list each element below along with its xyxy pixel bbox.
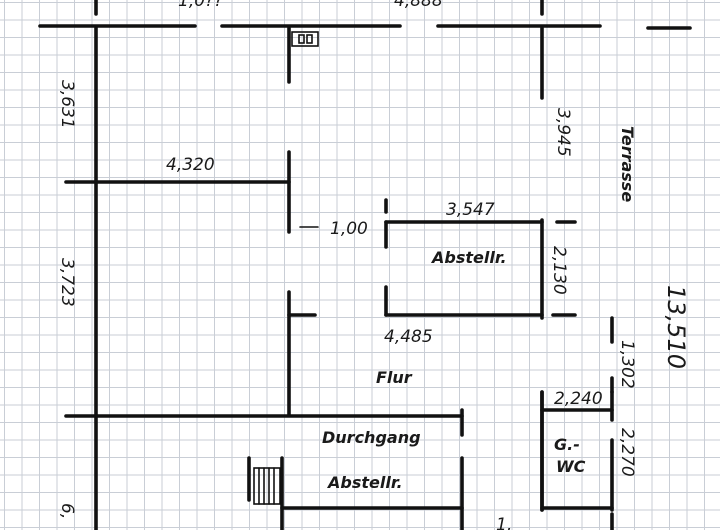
dim-bottom-partial: 1,	[496, 515, 512, 530]
room-label-storage-upper: Abstellr.	[430, 248, 507, 267]
dim-top-left: 1,0??	[178, 0, 223, 11]
dim-right-mid: 1,302	[617, 340, 637, 389]
shaft-symbol	[291, 31, 319, 47]
shaft-symbol-inner-b	[306, 34, 313, 44]
room-label-wc-line1: G.-	[554, 435, 580, 454]
dim-storage-width-top: 3,547	[446, 200, 495, 220]
dim-right-long: 13,510	[662, 285, 690, 369]
dim-wc-depth: 2,270	[617, 428, 637, 477]
room-label-storage-lower: Abstellr.	[326, 473, 403, 492]
dim-left-upper: 3,631	[57, 80, 77, 129]
dim-right-upper: 3,945	[553, 108, 573, 157]
dim-wc-width: 2,240	[554, 389, 603, 409]
room-label-wc-line2: WC	[556, 457, 586, 476]
room-label-passage: Durchgang	[322, 428, 421, 447]
dim-storage-width-bottom: 4,485	[384, 327, 433, 347]
room-label-terrace: Terrasse	[618, 126, 637, 202]
dim-top-mid: 4,888	[394, 0, 443, 11]
stairs-symbol	[253, 467, 281, 505]
dim-left-lower: 3,723	[57, 258, 77, 307]
room-label-hall: Flur	[376, 368, 413, 387]
dim-room-width-left: 4,320	[166, 155, 215, 175]
shaft-symbol-inner-a	[298, 34, 305, 44]
dim-storage-depth: 2,130	[549, 246, 569, 295]
dim-door-gap: 1,00	[330, 219, 368, 239]
dim-left-bottom: 6,	[57, 503, 77, 519]
